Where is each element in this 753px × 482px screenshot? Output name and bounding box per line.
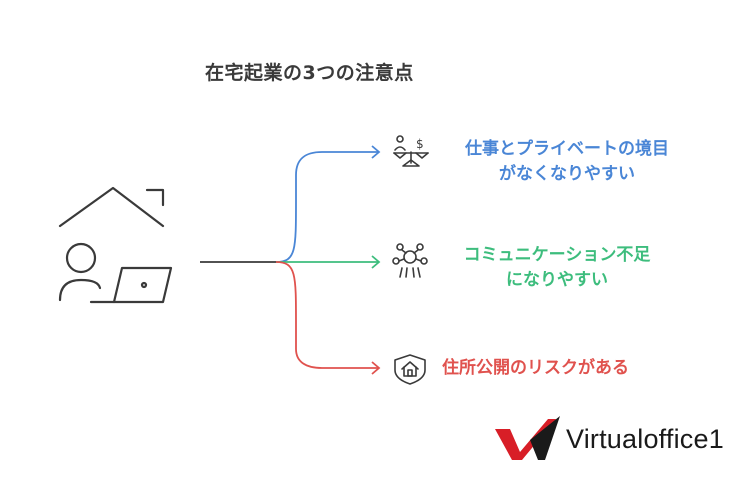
branch-line-3 [275, 261, 378, 369]
brand-logo: Virtualoffice1 [494, 418, 744, 462]
brand-logo-mark [495, 416, 560, 460]
point-work-life-boundary: 仕事とプライベートの境目 がなくなりやすい [465, 139, 669, 184]
home-worker-icon [58, 186, 173, 304]
work-life-balance-icon: $ [393, 135, 429, 167]
point-lack-of-communication: コミュニケーション不足 になりやすい [463, 245, 651, 290]
house-shield-icon [394, 354, 426, 385]
branch-line-1 [275, 151, 378, 263]
diagram-title: 在宅起業の3つの注意点 [205, 62, 414, 84]
svg-text:$: $ [416, 137, 424, 151]
point-address-exposure-risk: 住所公開のリスクがある [442, 358, 629, 378]
people-network-icon [392, 243, 428, 278]
brand-name: Virtualoffice1 [566, 424, 724, 454]
